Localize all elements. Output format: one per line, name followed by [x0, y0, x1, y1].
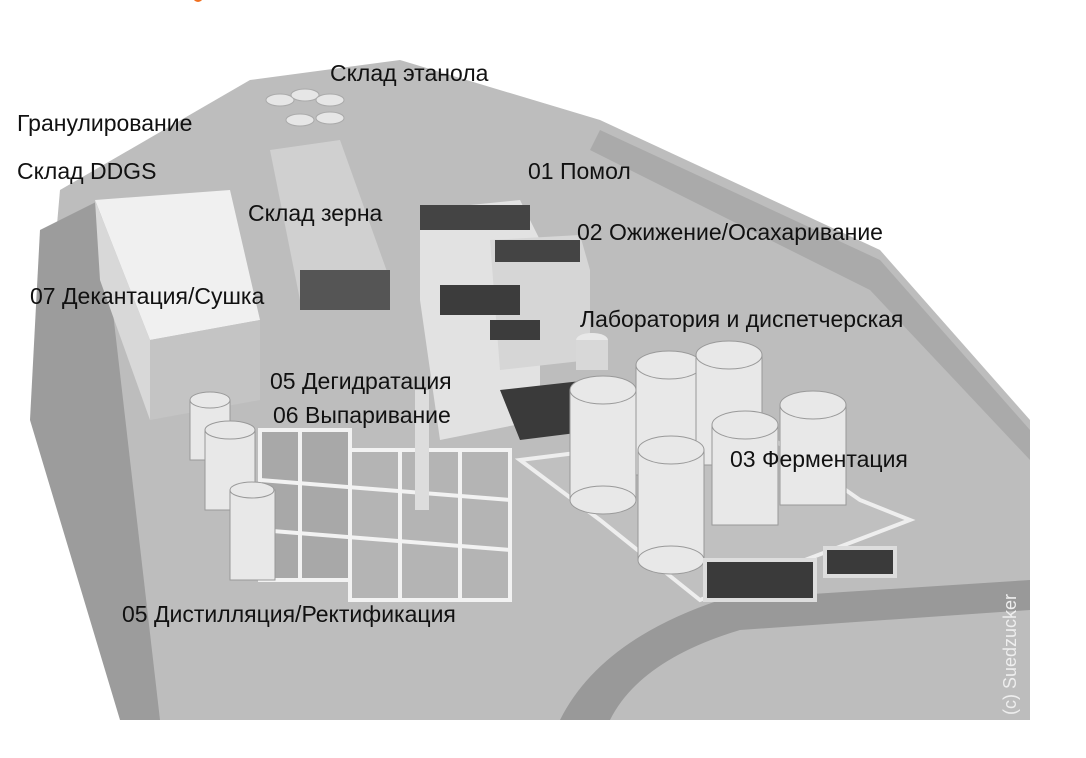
- title-fragment: [193, 0, 203, 2]
- label-milling: 01 Помол: [528, 158, 631, 184]
- fermentation-tanks: [569, 340, 847, 575]
- label-grain-storage: Склад зерна: [248, 200, 383, 226]
- label-decanting: 07 Декантация/Сушка: [30, 283, 265, 309]
- label-granulation: Гранулирование: [17, 110, 193, 136]
- label-lab: Лаборатория и диспетчерская: [580, 306, 904, 332]
- ddgs-warehouse-top: [95, 190, 260, 340]
- grain-silos: [270, 140, 390, 300]
- copyright-watermark: (c) Suedzucker: [1000, 593, 1020, 715]
- ethanol-tanks: [265, 88, 345, 127]
- label-dehydration: 05 Дегидратация: [270, 368, 452, 394]
- distillation-structure: [258, 428, 512, 602]
- label-evaporation: 06 Выпаривание: [273, 402, 451, 428]
- ddgs-warehouse-side: [95, 200, 150, 420]
- storage-tanks-left: [189, 391, 276, 581]
- road-right: [590, 130, 1030, 460]
- label-liquefaction: 02 Ожижение/Осахаривание: [577, 219, 883, 245]
- label-ethanol-storage: Склад этанола: [330, 60, 489, 86]
- label-fermentation: 03 Ферментация: [730, 446, 908, 472]
- basin: [703, 558, 817, 602]
- label-distillation: 05 Дистилляция/Ректификация: [122, 601, 456, 627]
- label-ddgs-storage: Склад DDGS: [17, 158, 157, 184]
- road: [30, 200, 160, 720]
- road-curve: [560, 580, 1030, 720]
